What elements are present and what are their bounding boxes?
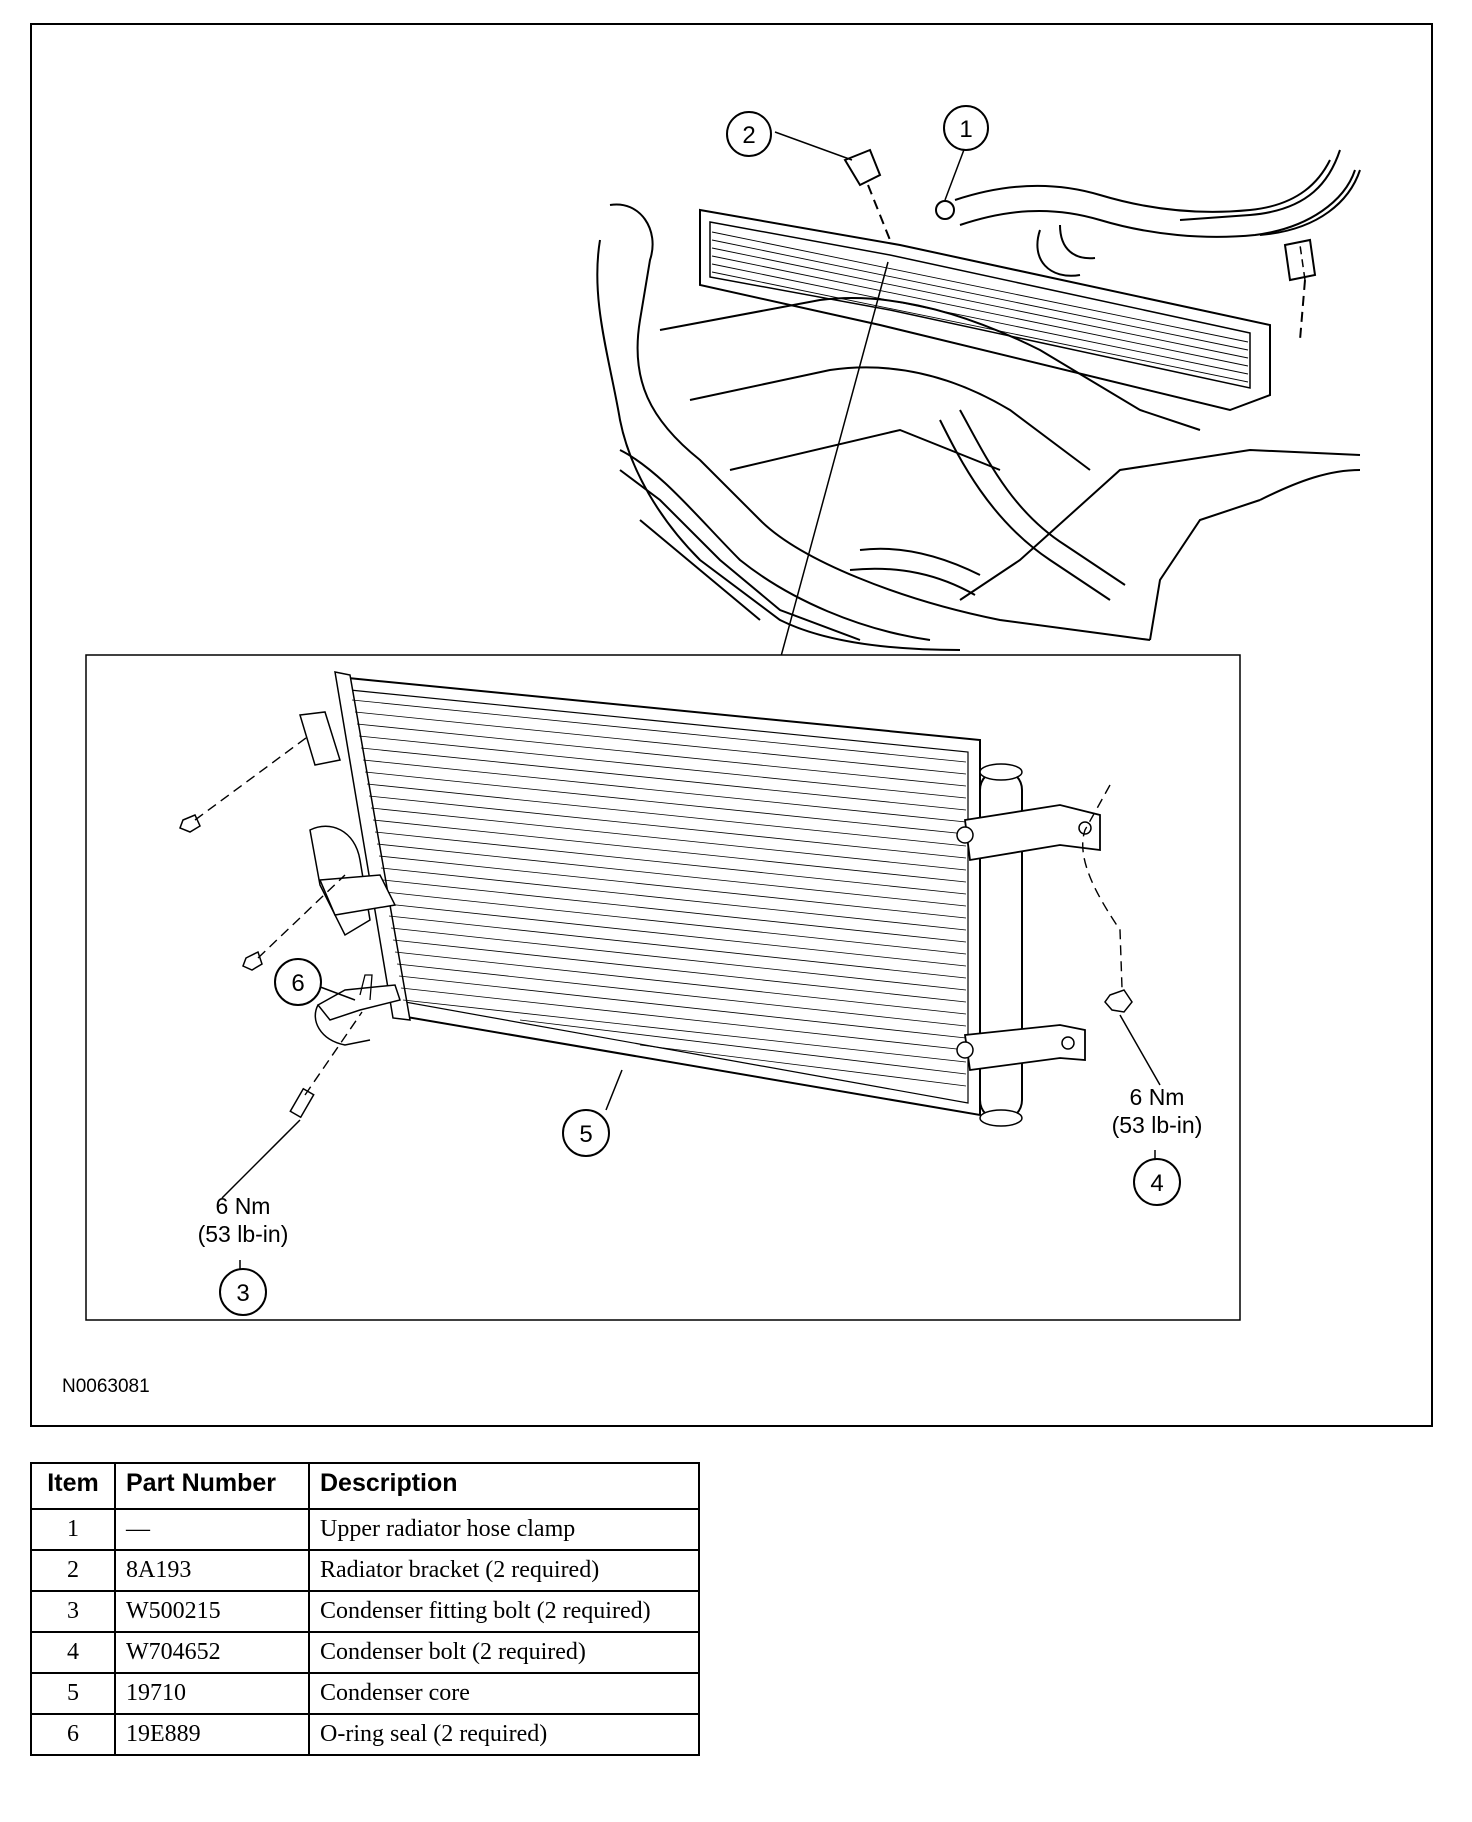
cell-part-number: W704652	[114, 1631, 310, 1674]
cell-description: Condenser core	[308, 1672, 700, 1715]
parts-table: Item Part Number Description 1 — Upper r…	[30, 1462, 700, 1756]
figure-frame	[30, 23, 1433, 1427]
callout-3: 3	[219, 1268, 267, 1316]
cell-description: Upper radiator hose clamp	[308, 1508, 700, 1551]
callout-4: 4	[1133, 1158, 1181, 1206]
svg-text:3: 3	[236, 1280, 249, 1307]
svg-text:4: 4	[1150, 1170, 1163, 1197]
bolt-right	[1104, 989, 1133, 1013]
cell-item: 1	[30, 1508, 116, 1551]
cell-description: Condenser fitting bolt (2 required)	[308, 1590, 700, 1633]
table-row: 6 19E889 O-ring seal (2 required)	[30, 1713, 700, 1756]
cell-part-number: —	[114, 1508, 310, 1551]
table-row: 4 W704652 Condenser bolt (2 required)	[30, 1631, 700, 1674]
table-row: 3 W500215 Condenser fitting bolt (2 requ…	[30, 1590, 700, 1633]
bolt-mid-left	[242, 950, 263, 971]
cell-part-number: 8A193	[114, 1549, 310, 1592]
table-row: 1 — Upper radiator hose clamp	[30, 1508, 700, 1551]
svg-text:(53 lb-in): (53 lb-in)	[198, 1221, 289, 1247]
cell-item: 3	[30, 1590, 116, 1633]
svg-text:(53 lb-in): (53 lb-in)	[1112, 1112, 1203, 1138]
bolt-lower-left	[289, 1087, 315, 1119]
table-row: 5 19710 Condenser core	[30, 1672, 700, 1715]
callout-5: 5	[562, 1109, 610, 1157]
callout-1: 1	[943, 105, 989, 151]
cell-part-number: 19710	[114, 1672, 310, 1715]
cell-item: 4	[30, 1631, 116, 1674]
table-header-row: Item Part Number Description	[30, 1462, 700, 1510]
cell-item: 6	[30, 1713, 116, 1756]
svg-text:2: 2	[742, 122, 755, 149]
cell-description: O-ring seal (2 required)	[308, 1713, 700, 1756]
column-header-part-number: Part Number	[114, 1462, 310, 1510]
exploded-view-diagram: 2 1	[85, 105, 1361, 1321]
cell-item: 5	[30, 1672, 116, 1715]
cell-part-number: 19E889	[114, 1713, 310, 1756]
cell-description: Condenser bolt (2 required)	[308, 1631, 700, 1674]
svg-text:5: 5	[579, 1121, 592, 1148]
figure-id: N0063081	[62, 1376, 150, 1397]
svg-text:6 Nm: 6 Nm	[216, 1193, 271, 1219]
front-end-assembly	[596, 148, 1361, 651]
torque-spec-left: 6 Nm (53 lb-in)	[198, 1193, 289, 1247]
condenser-core	[299, 671, 1101, 1127]
svg-text:1: 1	[959, 116, 972, 143]
svg-text:6 Nm: 6 Nm	[1130, 1084, 1185, 1110]
callout-6: 6	[274, 958, 322, 1006]
table-row: 2 8A193 Radiator bracket (2 required)	[30, 1549, 700, 1592]
cell-item: 2	[30, 1549, 116, 1592]
cell-part-number: W500215	[114, 1590, 310, 1633]
svg-text:6: 6	[291, 970, 304, 997]
column-header-description: Description	[308, 1462, 700, 1510]
column-header-item: Item	[30, 1462, 116, 1510]
callout-2: 2	[726, 111, 772, 157]
cell-description: Radiator bracket (2 required)	[308, 1549, 700, 1592]
torque-spec-right: 6 Nm (53 lb-in)	[1112, 1084, 1203, 1138]
